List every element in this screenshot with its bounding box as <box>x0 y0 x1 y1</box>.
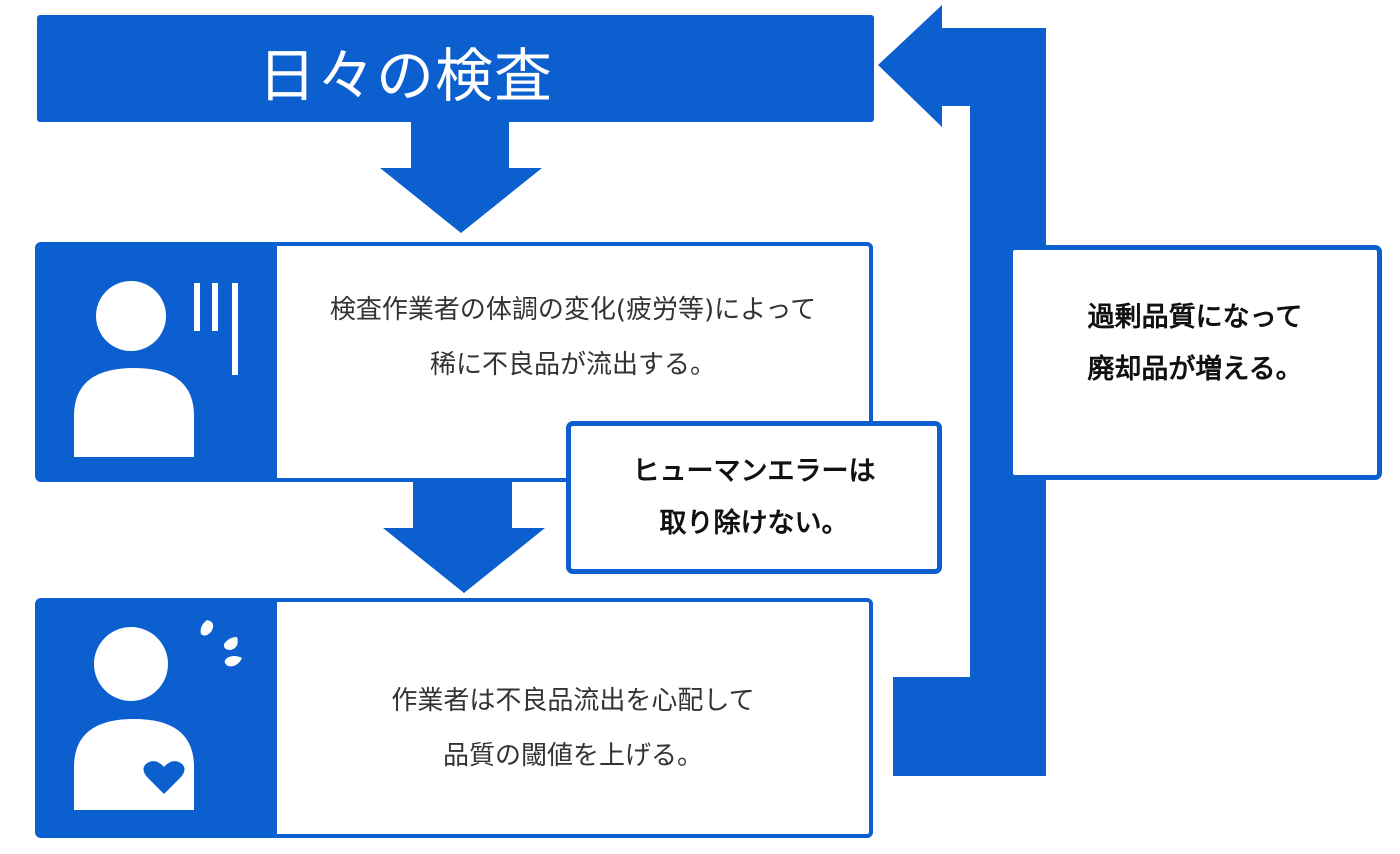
step-card-2: 作業者は不良品流出を心配して 品質の閾値を上げる。 <box>35 598 873 838</box>
heart-icon <box>143 761 185 794</box>
human-error-note: ヒューマンエラーは 取り除けない。 <box>566 421 942 574</box>
sweat-drops-icon <box>200 620 214 636</box>
down-arrow-1 <box>380 122 542 233</box>
person-worried-icon <box>74 620 242 810</box>
loop-arrow <box>878 5 1046 776</box>
step-2-line-1: 作業者は不良品流出を心配して <box>391 686 755 716</box>
step-2-icon-panel <box>39 602 277 834</box>
step-1-line-2: 稀に不良品が流出する。 <box>429 350 716 380</box>
waste-note: 過剰品質になって 廃却品が増える。 <box>1008 245 1382 480</box>
title-banner: 日々の検査 <box>37 15 874 122</box>
human-error-line-1: ヒューマンエラーは <box>632 455 876 487</box>
page-title: 日々の検査 <box>257 41 553 110</box>
step-1-icon-panel <box>39 246 277 478</box>
step-2-line-2: 品質の閾値を上げる。 <box>442 741 703 771</box>
step-1-text: 検査作業者の体調の変化(疲労等)によって 稀に不良品が流出する。 <box>277 246 869 478</box>
human-error-line-2: 取り除けない。 <box>659 507 849 539</box>
step-1-line-1: 検査作業者の体調の変化(疲労等)によって <box>329 295 817 325</box>
waste-line-2: 廃却品が増える。 <box>1087 353 1303 385</box>
person-tired-icon <box>74 281 238 457</box>
step-2-text: 作業者は不良品流出を心配して 品質の閾値を上げる。 <box>277 602 869 834</box>
waste-line-1: 過剰品質になって <box>1087 301 1303 333</box>
down-arrow-2 <box>383 480 545 593</box>
